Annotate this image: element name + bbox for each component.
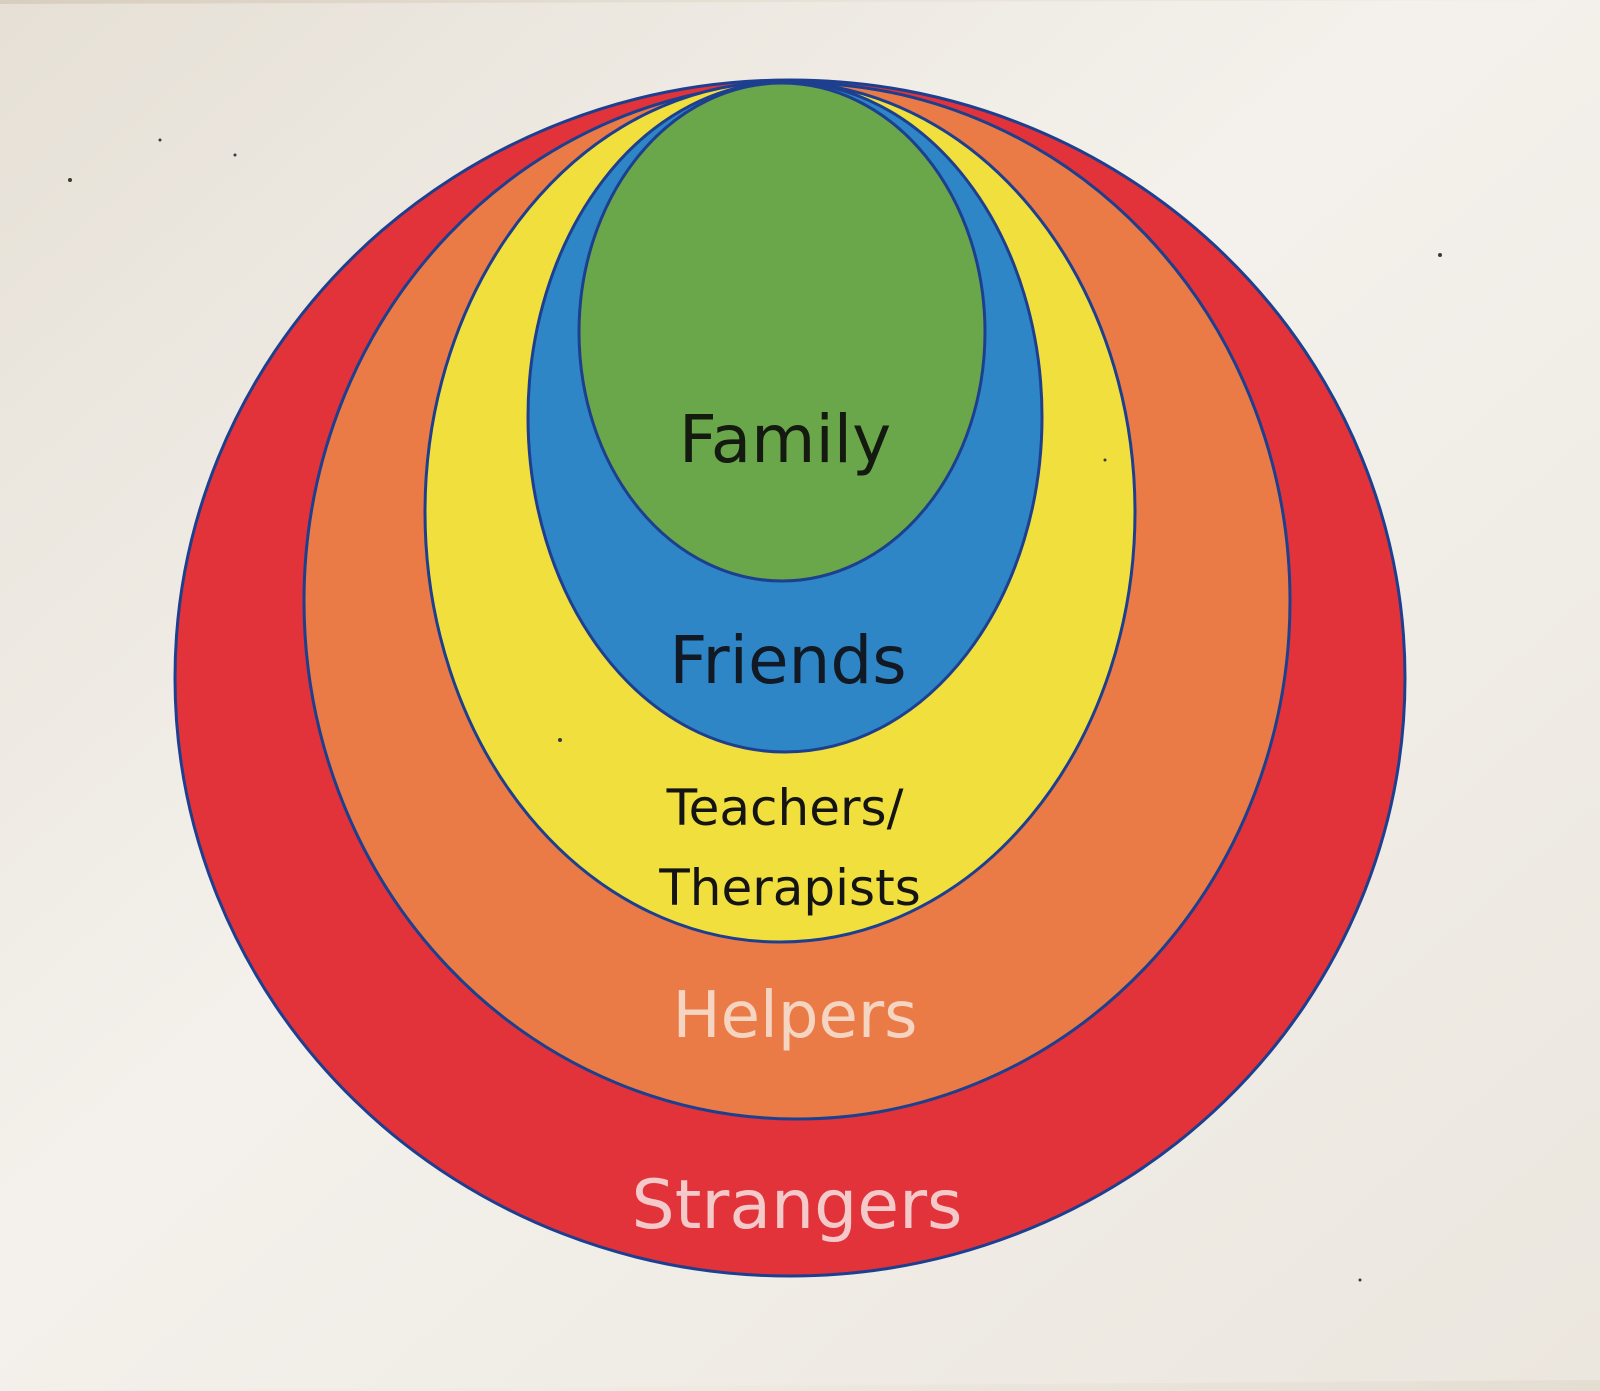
helpers-label: Helpers <box>673 979 918 1053</box>
family-label: Family <box>679 401 891 478</box>
paper-specks <box>68 138 1442 1282</box>
strangers-label: Strangers <box>632 1166 963 1245</box>
teachers-label: Teachers/ <box>666 779 904 837</box>
friends-label: Friends <box>669 622 906 699</box>
therapists-label: Therapists <box>658 859 921 917</box>
family-core <box>577 81 987 583</box>
